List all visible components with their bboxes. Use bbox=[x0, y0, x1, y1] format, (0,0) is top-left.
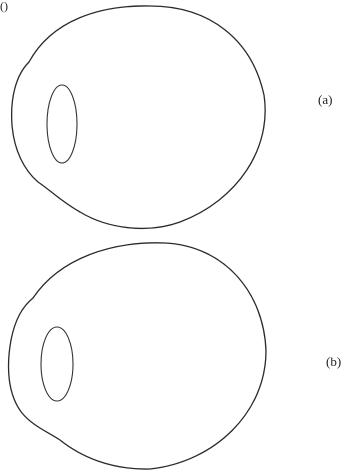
panel-a-eyeball-outline bbox=[12, 6, 266, 228]
panel-b-eyeball-outline bbox=[9, 243, 266, 469]
panel-b-lens-ellipse bbox=[41, 327, 73, 401]
panel-a-lens-ellipse bbox=[47, 85, 77, 163]
panel-a-label: (a) bbox=[318, 93, 332, 106]
panel-b-label: (b) bbox=[326, 355, 341, 368]
panel-a bbox=[12, 6, 266, 228]
panel-b bbox=[9, 243, 266, 469]
